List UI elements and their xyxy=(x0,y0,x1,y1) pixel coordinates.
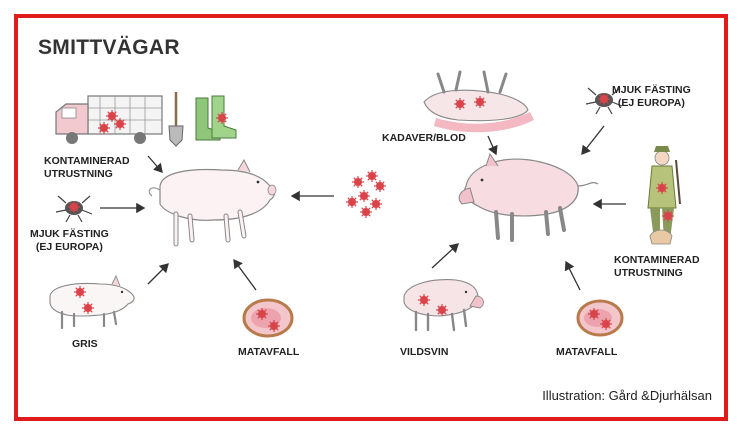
wild-boar-icon xyxy=(458,152,599,242)
label-carcass: KADAVER/BLOD xyxy=(382,132,466,144)
diagram-title: SMITTVÄGAR xyxy=(38,36,180,59)
illustration-credit: Illustration: Gård &Djurhälsan xyxy=(542,388,712,403)
arrows xyxy=(100,125,626,291)
label-left-pig: GRIS xyxy=(72,338,98,350)
diagram-frame xyxy=(14,14,728,421)
label-left-food: MATAVFALL xyxy=(238,346,300,358)
tick-icon xyxy=(55,195,93,223)
tick-icon xyxy=(585,87,623,115)
food-waste-icon xyxy=(576,299,624,337)
carcass-icon xyxy=(423,70,534,133)
label-right-food: MATAVFALL xyxy=(556,346,618,358)
food-waste-icon xyxy=(242,298,294,338)
boots-icon xyxy=(195,95,237,141)
label-wild-boar: VILDSVIN xyxy=(400,346,449,358)
virus-icon xyxy=(345,169,387,219)
label-left-tick: MJUK FÄSTING(ej Europa) xyxy=(30,228,109,253)
hunter-icon xyxy=(647,146,681,245)
label-right-tick: MJUK FÄSTING(ej Europa) xyxy=(612,84,691,109)
wild-boar-icon xyxy=(403,279,484,332)
truck-icon xyxy=(55,95,163,144)
shovel-icon xyxy=(168,92,184,147)
pig-icon xyxy=(148,158,277,247)
pig-icon xyxy=(49,274,135,330)
